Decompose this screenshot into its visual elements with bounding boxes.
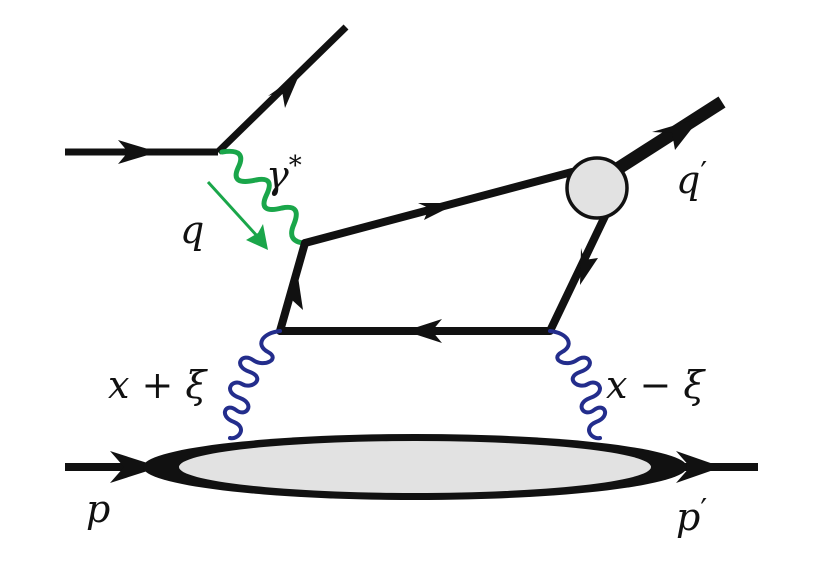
- photon-momentum-arrow-head: [246, 224, 268, 250]
- outgoing-meson-arrow: [652, 118, 700, 150]
- quark-arrow-left: [283, 270, 303, 310]
- x-minus-xi-label: x − ξ: [606, 363, 706, 407]
- quark-line-right: [546, 208, 611, 335]
- photon-momentum-arrow-shaft: [206, 180, 260, 239]
- gluon-right-line: [548, 329, 608, 441]
- meson-vertex-blob: [565, 156, 629, 220]
- incoming-lepton-arrow: [118, 140, 158, 164]
- incoming-proton-arrow: [110, 451, 160, 483]
- incoming-proton-label: p: [86, 487, 110, 531]
- quark-arrow-top: [418, 203, 458, 220]
- x-plus-xi-label: x + ξ: [108, 363, 208, 407]
- outgoing-proton-arrow: [676, 451, 722, 483]
- gluon-left-line: [222, 329, 282, 441]
- photon-label: γ*: [266, 151, 302, 197]
- quark-arrow-right: [580, 248, 598, 285]
- quark-arrow-bottom: [405, 319, 442, 343]
- virtual-photon-line: [219, 148, 308, 246]
- outgoing-proton-label: p′: [676, 493, 707, 539]
- photon-momentum-label: q: [180, 208, 204, 252]
- meson-momentum-label: q′: [676, 156, 707, 202]
- outgoing-lepton-arrow: [268, 73, 300, 108]
- proton-blob-inner: [179, 441, 651, 493]
